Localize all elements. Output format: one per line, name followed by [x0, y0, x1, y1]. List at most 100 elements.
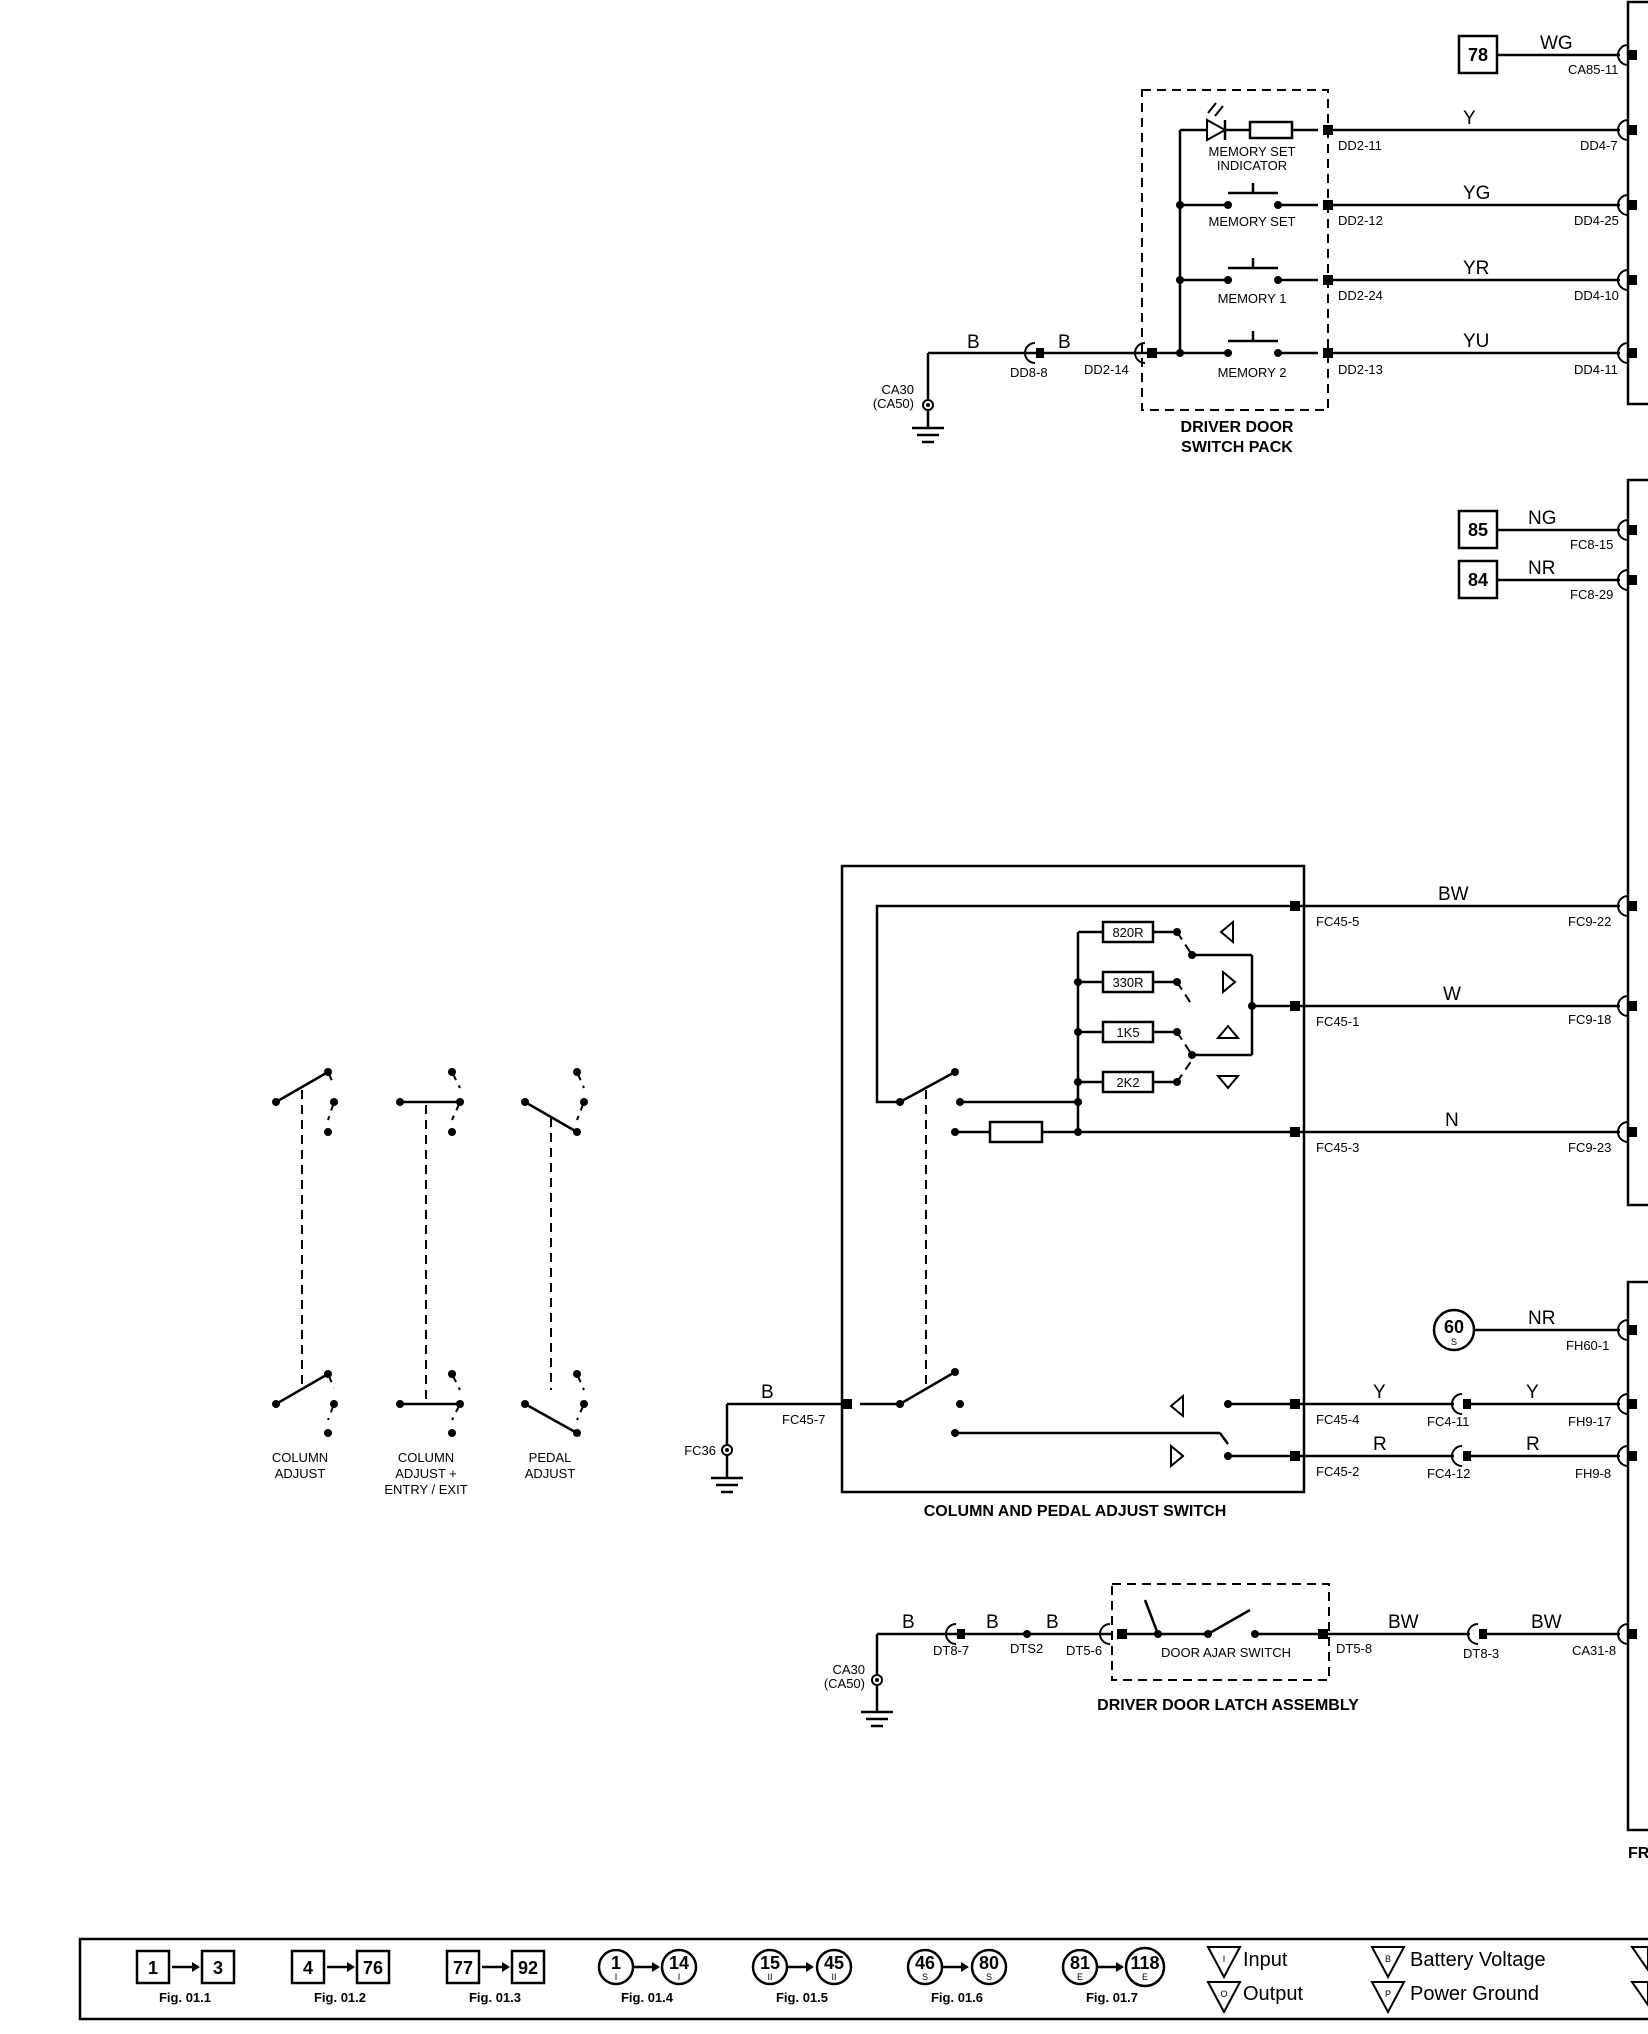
- ref-60-label: 60: [1444, 1317, 1464, 1337]
- memory-set-indicator-label-1: MEMORY SET: [1209, 144, 1296, 159]
- pin-dts2: DTS2: [1010, 1641, 1043, 1656]
- ref-85-84: 85 NG FC8-15 84 NR FC8-29: [1457, 508, 1637, 602]
- output-symbol: O: [1220, 1989, 1227, 1999]
- legend-7-to-sub: E: [1142, 1972, 1148, 1982]
- legend-4-to-sub: I: [678, 1972, 681, 1982]
- legend-5-to-sub: II: [831, 1972, 836, 1982]
- legend-group-2: 4 76 Fig. 01.2: [290, 1949, 391, 2005]
- legend-ground: P Power Ground: [1370, 1981, 1539, 2015]
- pin-dd2-14: DD2-14: [1084, 362, 1129, 377]
- pin-fc9-18: FC9-18: [1568, 1012, 1611, 1027]
- wire-r-2b: R: [1526, 1434, 1540, 1455]
- pin-fc45-5: FC45-5: [1316, 914, 1359, 929]
- legend-7-from: 81: [1070, 1953, 1090, 1973]
- latch-assembly-title: DRIVER DOOR LATCH ASSEMBLY: [1097, 1697, 1359, 1714]
- battery-symbol: B: [1385, 1954, 1391, 1964]
- ref-85-label: 85: [1468, 520, 1488, 540]
- driver-door-latch-assembly: DRIVER DOOR LATCH ASSEMBLY DOOR AJAR SWI…: [1097, 1583, 1359, 1714]
- wire-b-dt-1: B: [902, 1612, 915, 1633]
- wire-yu: YU: [1463, 331, 1489, 352]
- legend-group-1: 1 3 Fig. 01.1: [135, 1949, 236, 2005]
- pin-fc45-2: FC45-2: [1316, 1464, 1359, 1479]
- legend-2-fig: Fig. 01.2: [314, 1990, 366, 2005]
- resistor-1k5: 1K5: [1116, 1025, 1139, 1040]
- pin-fc8-15: FC8-15: [1570, 537, 1613, 552]
- legend-2-to: 76: [363, 1958, 383, 1978]
- legend-3-to: 92: [518, 1958, 538, 1978]
- legend-1-fig: Fig. 01.1: [159, 1990, 211, 2005]
- column-pedal-adjust-switch: COLUMN AND PEDAL ADJUST SWITCH 820R 330R…: [840, 864, 1306, 1520]
- pedal-adjust-label-1: PEDAL: [529, 1450, 572, 1465]
- wire-yr: YR: [1463, 258, 1489, 279]
- legend-cut-symbol-2: [1630, 1981, 1648, 2007]
- legend-1-to: 3: [213, 1958, 223, 1978]
- legend-2-from: 4: [303, 1958, 313, 1978]
- wire-y-2b: Y: [1526, 1382, 1539, 1403]
- wire-ng: NG: [1528, 508, 1557, 529]
- column-adjust-label-1: COLUMN: [272, 1450, 328, 1465]
- pin-ca85-11: CA85-11: [1568, 62, 1618, 77]
- wire-wg: WG: [1540, 33, 1573, 54]
- legend-5-to: 45: [824, 1953, 844, 1973]
- ref-78: 78 WG CA85-11: [1457, 33, 1637, 77]
- legend-group-3: 77 92 Fig. 01.3: [445, 1949, 546, 2005]
- column-entry-label-1: COLUMN: [398, 1450, 454, 1465]
- switch-position-pedal-adjust: PEDAL ADJUST: [521, 1068, 588, 1481]
- legend-cut-symbol-1: [1630, 1946, 1648, 1972]
- wire-b-dt-2: B: [986, 1612, 999, 1633]
- ref-84-label: 84: [1468, 570, 1488, 590]
- pin-dd4-25: DD4-25: [1574, 213, 1619, 228]
- fc45-7-ground: B FC45-7 FC36: [684, 1382, 842, 1494]
- pin-fc45-7: FC45-7: [782, 1412, 825, 1427]
- wire-bw: BW: [1438, 884, 1469, 905]
- column-entry-label-3: ENTRY / EXIT: [384, 1482, 467, 1497]
- resistor-330r: 330R: [1112, 975, 1143, 990]
- pin-dt8-3: DT8-3: [1463, 1646, 1499, 1661]
- pin-fh9-17: FH9-17: [1568, 1414, 1611, 1429]
- legend-battery: B Battery Voltage: [1370, 1946, 1546, 1980]
- legend-4-from-sub: I: [615, 1972, 618, 1982]
- legend-4-fig: Fig. 01.4: [621, 1990, 674, 2005]
- legend-ground-label: Power Ground: [1410, 1983, 1539, 2005]
- legend-7-from-sub: E: [1077, 1972, 1083, 1982]
- pin-dd8-8: DD8-8: [1010, 365, 1048, 380]
- wire-r-2a: R: [1373, 1434, 1387, 1455]
- pin-dd2-24: DD2-24: [1338, 288, 1383, 303]
- y-r-wires: Y Y R R FC45-4 FC4-11 FH9-17 FC45-2 FC4-…: [1300, 1382, 1637, 1481]
- column-adjust-label-2: ADJUST: [275, 1466, 326, 1481]
- legend-output-label: Output: [1243, 1983, 1303, 2005]
- memory-set-indicator-label-2: INDICATOR: [1217, 158, 1287, 173]
- memory-set-label: MEMORY SET: [1209, 214, 1296, 229]
- legend-input-label: Input: [1243, 1949, 1288, 1971]
- legend-5-from: 15: [760, 1953, 780, 1973]
- column-entry-label-2: ADJUST +: [395, 1466, 457, 1481]
- pin-dd4-11: DD4-11: [1574, 362, 1618, 377]
- pin-fc36: FC36: [684, 1443, 716, 1458]
- wire-b-2: B: [1058, 332, 1071, 353]
- ground-1-label-b: (CA50): [873, 396, 914, 411]
- pin-dt5-6: DT5-6: [1066, 1643, 1102, 1658]
- ref-60: 60 S NR FH60-1: [1432, 1308, 1637, 1353]
- pin-dt5-8: DT5-8: [1336, 1641, 1372, 1656]
- legend-5-fig: Fig. 01.5: [776, 1990, 828, 2005]
- wire-nr: NR: [1528, 558, 1555, 579]
- driver-door-switch-pack: DRIVER DOOR SWITCH PACK MEMORY SET INDIC…: [1141, 89, 1333, 456]
- wire-bw-2b: BW: [1531, 1612, 1562, 1633]
- pedal-adjust-label-2: ADJUST: [525, 1466, 576, 1481]
- legend-6-to-sub: S: [986, 1972, 992, 1982]
- legend-4-from: 1: [611, 1953, 621, 1973]
- wire-b-1: B: [967, 332, 980, 353]
- pin-fc8-29: FC8-29: [1570, 587, 1613, 602]
- legend-7-to: 118: [1130, 1953, 1159, 1973]
- wire-n: N: [1445, 1110, 1459, 1131]
- legend-5-from-sub: II: [767, 1972, 772, 1982]
- switch-position-column-adjust: COLUMN ADJUST: [272, 1068, 338, 1481]
- latch-wiring: B B B DT8-7 DTS2 DT5-6 CA30 (CA50) BW BW…: [824, 1612, 1637, 1728]
- door-ajar-switch-label: DOOR AJAR SWITCH: [1161, 1645, 1291, 1660]
- legend-3-fig: Fig. 01.3: [469, 1990, 521, 2005]
- legend-input: I Input: [1206, 1946, 1288, 1980]
- legend-3-from: 77: [453, 1958, 473, 1978]
- ground-3-label-b: (CA50): [824, 1676, 865, 1691]
- switch-pack-ground: B B DD8-8 DD2-14 CA30 (CA50): [873, 332, 1147, 444]
